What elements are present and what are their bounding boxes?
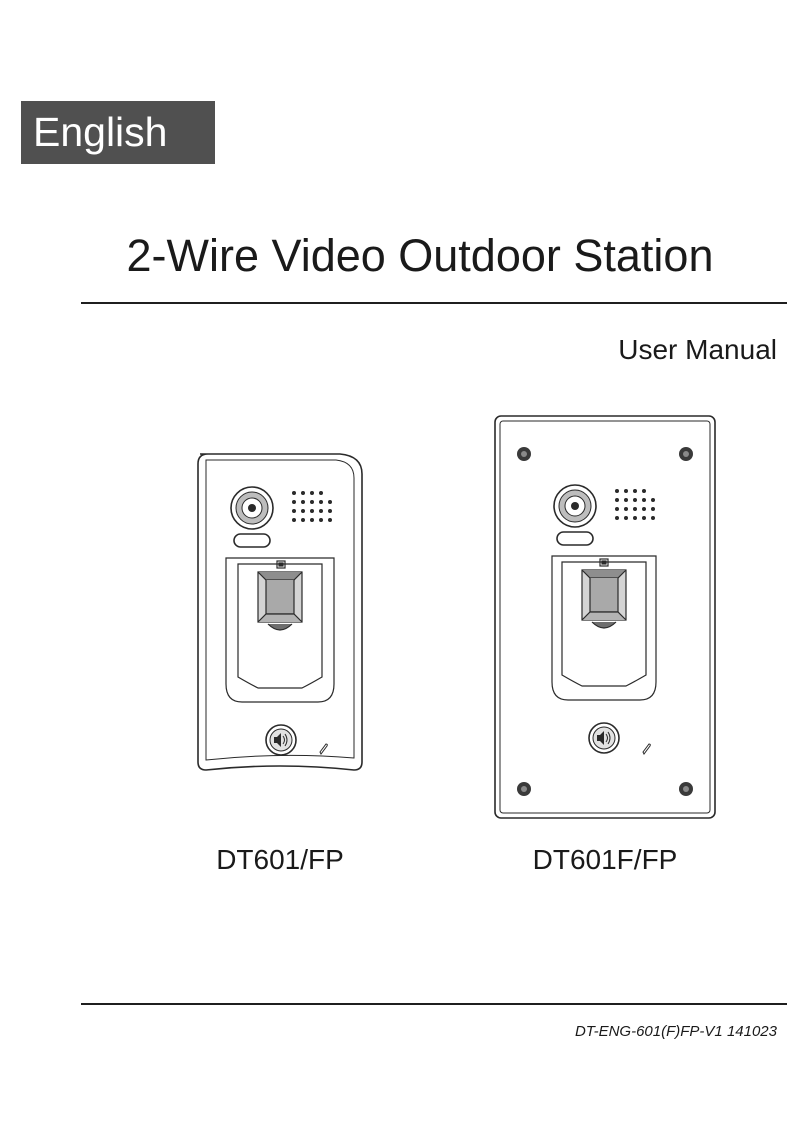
document-code: DT-ENG-601(F)FP-V1 141023 <box>574 1023 777 1040</box>
speaker-grille-icon <box>292 491 332 522</box>
model-label-dt601-fp: DT601/FP <box>216 844 344 875</box>
microphone-hole-icon <box>642 743 651 755</box>
speaker-grille-icon <box>615 489 655 520</box>
fingerprint-module <box>225 557 335 703</box>
ir-led-slot <box>233 533 271 548</box>
flush-frame-inner <box>499 420 711 814</box>
language-badge: English <box>21 101 215 164</box>
document-subtitle: User Manual <box>618 334 777 365</box>
title-divider <box>81 302 787 304</box>
device-illustration-dt601-fp <box>197 453 363 771</box>
camera-lens-icon <box>553 484 597 528</box>
microphone-hole-icon <box>319 743 328 755</box>
camera-lens-icon <box>230 486 274 530</box>
footer-divider <box>81 1003 787 1005</box>
call-button-icon <box>265 724 297 756</box>
fingerprint-module <box>551 555 657 701</box>
device-outer-shell <box>197 453 363 771</box>
flush-frame-outer <box>494 415 716 819</box>
document-title: 2-Wire Video Outdoor Station <box>126 230 714 281</box>
ir-led-slot <box>556 531 594 546</box>
device-illustration-dt601f-fp <box>494 415 716 819</box>
device-inner-shell <box>205 459 355 761</box>
model-label-dt601f-fp: DT601F/FP <box>532 844 678 875</box>
call-button-icon <box>588 722 620 754</box>
